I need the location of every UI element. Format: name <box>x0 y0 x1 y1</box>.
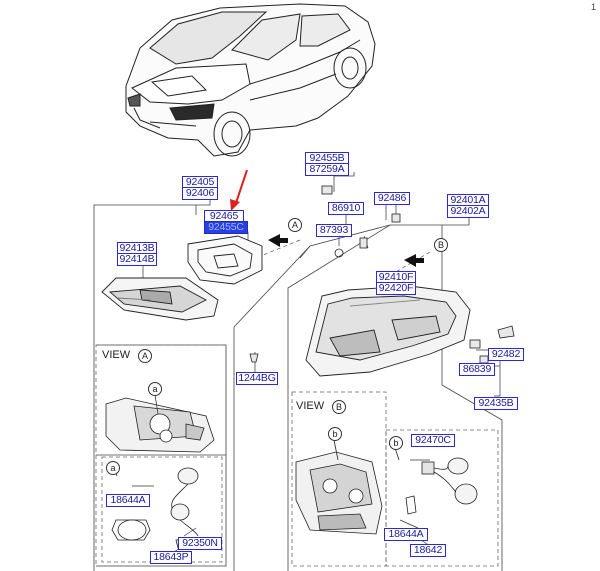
part-label-92455c-highlighted[interactable]: 92455C <box>204 221 248 234</box>
part-label-87259a[interactable]: 87259A <box>305 163 349 176</box>
part-label-92482[interactable]: 92482 <box>488 348 524 361</box>
callout-a-upper: A <box>288 218 302 232</box>
part-label-92435b[interactable]: 92435B <box>474 397 518 410</box>
view-b-word: VIEW <box>296 400 325 412</box>
view-b-title: VIEW <box>296 400 324 412</box>
part-label-92420f[interactable]: 92420F <box>376 282 416 295</box>
assembly-frames <box>93 172 503 571</box>
part-label-18644a-view-a[interactable]: 18644A <box>106 494 150 507</box>
part-label-18644a-view-b[interactable]: 18644A <box>384 528 428 541</box>
view-frames <box>95 344 499 567</box>
view-b-drawing <box>295 439 383 535</box>
part-label-87393[interactable]: 87393 <box>316 224 352 237</box>
part-label-18643p[interactable]: 18643P <box>150 551 192 564</box>
view-pointers <box>268 234 424 267</box>
callout-lines <box>245 239 431 281</box>
view-a-drawing <box>105 394 215 453</box>
hardware-drawing <box>249 185 515 364</box>
page-number: 1 <box>591 2 597 12</box>
tail-lamp-drawing <box>305 285 471 377</box>
callout-b-detail: b <box>328 427 342 441</box>
part-label-92414b[interactable]: 92414B <box>117 253 157 266</box>
callout-a-detail: a <box>148 382 162 396</box>
part-label-92406[interactable]: 92406 <box>182 187 218 200</box>
view-b-wiring <box>394 447 478 515</box>
callout-b-wiring: b <box>389 436 403 450</box>
part-label-1244bg[interactable]: 1244BG <box>236 372 278 385</box>
part-label-18642[interactable]: 18642 <box>410 544 446 557</box>
part-label-92402a[interactable]: 92402A <box>447 205 489 218</box>
view-a-title: VIEW <box>102 349 130 361</box>
gasket-drawing <box>187 235 263 285</box>
pointer-arrow <box>230 169 248 211</box>
callout-b-upper: B <box>434 238 448 252</box>
view-b-letter: B <box>332 400 346 414</box>
suv-illustration <box>125 3 376 157</box>
part-label-92486[interactable]: 92486 <box>374 192 410 205</box>
part-label-92470c[interactable]: 92470C <box>411 434 455 447</box>
part-label-86910[interactable]: 86910 <box>328 202 364 215</box>
callout-a-wiring: a <box>106 461 120 475</box>
inner-lamp-drawing <box>101 277 219 321</box>
part-label-92350n[interactable]: 92350N <box>178 537 222 550</box>
part-label-86839[interactable]: 86839 <box>459 363 495 376</box>
view-a-letter: A <box>138 349 152 363</box>
view-a-word: VIEW <box>102 349 131 361</box>
